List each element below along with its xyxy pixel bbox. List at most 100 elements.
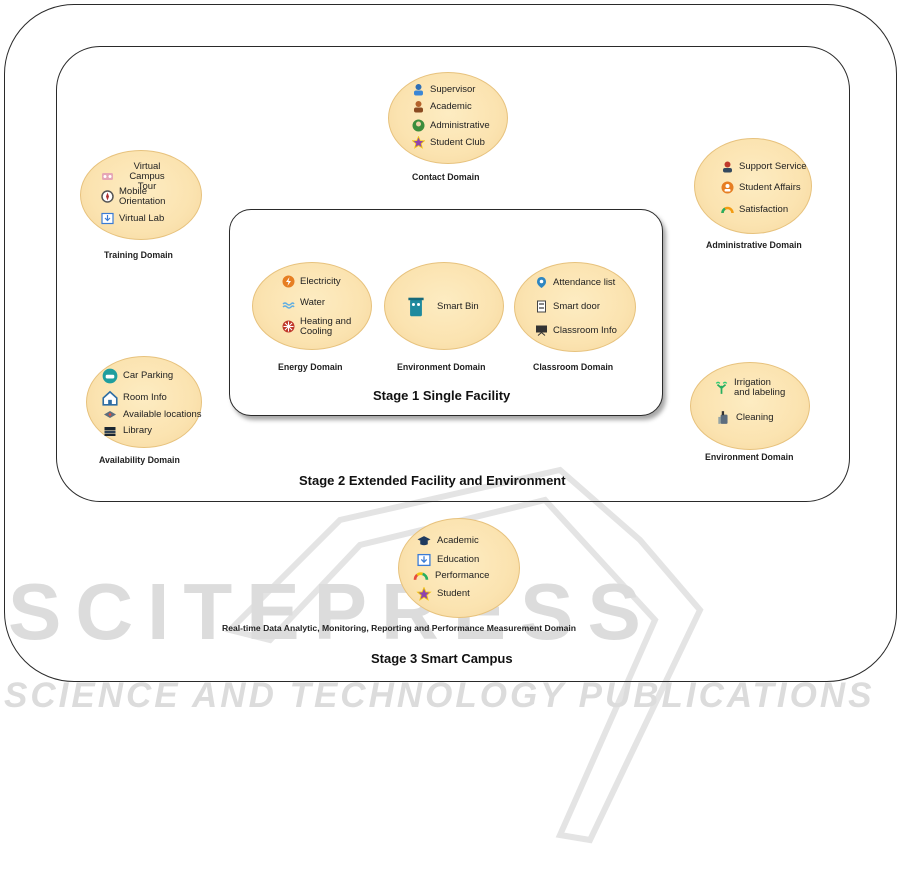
academic-person-icon	[412, 100, 425, 113]
energy-domain-bubble	[252, 262, 372, 350]
item-label: Education	[437, 554, 480, 566]
administrative-domain-bubble	[694, 138, 812, 234]
realtime-item: Performance	[412, 569, 489, 583]
compass-icon	[101, 190, 114, 204]
performance-gauge-icon	[412, 569, 430, 583]
classroom-domain-label: Classroom Domain	[533, 362, 614, 372]
irrigation-icon	[714, 380, 729, 395]
cleaning-icon	[716, 410, 731, 425]
classroom-item: Attendance list	[535, 276, 615, 289]
library-books-icon	[102, 424, 118, 437]
administrative-domain-label: Administrative Domain	[706, 240, 802, 250]
environment-outer-label: Environment Domain	[705, 452, 794, 462]
student-affairs-icon	[721, 181, 734, 194]
item-label: Cleaning	[736, 411, 774, 423]
map-locations-icon	[102, 408, 118, 421]
realtime-item: Academic	[416, 534, 479, 548]
item-label: Supervisor	[430, 83, 476, 95]
availability-item: Available locations	[102, 408, 202, 421]
item-label: Electricity	[300, 275, 341, 287]
environment-outer-item: Irrigation and labeling	[714, 378, 788, 398]
contact-item: Administrative	[412, 119, 490, 132]
environment-inner-label: Environment Domain	[397, 362, 486, 372]
contact-domain-label: Contact Domain	[412, 172, 480, 182]
item-label: Library	[123, 424, 153, 436]
item-label: Virtual Campus Tour	[129, 161, 165, 192]
room-info-icon	[102, 390, 118, 406]
item-label: Satisfaction	[739, 203, 789, 215]
heating-cooling-icon	[282, 320, 295, 333]
item-label: Academic	[430, 100, 472, 112]
item-label: Student	[437, 588, 470, 600]
energy-domain-label: Energy Domain	[278, 362, 343, 372]
star-icon	[412, 136, 425, 149]
realtime-domain-bubble	[398, 518, 520, 618]
contact-domain-bubble	[388, 72, 508, 164]
item-label: Smart Bin	[437, 301, 479, 313]
electricity-icon	[282, 275, 295, 288]
item-label: Room Info	[123, 392, 167, 404]
item-label: Heating and Cooling	[300, 316, 352, 337]
virtual-lab-icon	[101, 212, 114, 225]
star-icon	[416, 587, 432, 601]
stage3-label: Stage 3 Smart Campus	[371, 651, 513, 666]
availability-domain-label: Availability Domain	[99, 455, 180, 465]
administrative-item: Satisfaction	[721, 203, 788, 216]
training-item: Mobile Orientation	[101, 187, 169, 207]
education-icon	[416, 553, 432, 567]
item-label: Support Service	[739, 160, 807, 172]
administrative-item: Support Service	[721, 160, 807, 173]
contact-item: Academic	[412, 100, 472, 113]
environment-outer-bubble	[690, 362, 810, 450]
realtime-domain-label: Real-time Data Analytic, Monitoring, Rep…	[222, 623, 576, 633]
realtime-item: Education	[416, 553, 479, 567]
classroom-item: Classroom Info	[535, 324, 617, 337]
item-label: Academic	[437, 535, 479, 547]
smart-bin-icon	[405, 296, 427, 318]
item-label: Student Affairs	[739, 181, 801, 193]
item-label: Performance	[435, 570, 490, 582]
availability-item: Car Parking	[102, 368, 173, 384]
car-parking-icon	[102, 368, 118, 384]
stage2-label: Stage 2 Extended Facility and Environmen…	[299, 473, 566, 488]
satisfaction-gauge-icon	[721, 203, 734, 216]
stage1-label: Stage 1 Single Facility	[373, 388, 511, 403]
training-item: Virtual Campus Tour	[101, 162, 175, 192]
environment-outer-item: Cleaning	[716, 410, 774, 425]
item-label: Attendance list	[553, 276, 616, 288]
item-label: Irrigation and labeling	[734, 377, 786, 398]
classroom-item: Smart door	[535, 300, 600, 313]
contact-item: Student Club	[412, 136, 485, 149]
classroom-domain-bubble	[514, 262, 636, 352]
realtime-item: Student	[416, 587, 470, 601]
attendance-list-icon	[535, 276, 548, 289]
item-label: Car Parking	[123, 370, 174, 382]
stage2-frame	[56, 46, 850, 502]
supervisor-icon	[412, 83, 425, 96]
energy-item: Electricity	[282, 275, 341, 288]
classroom-board-icon	[535, 324, 548, 337]
contact-item: Supervisor	[412, 83, 475, 96]
item-label: Classroom Info	[553, 324, 617, 336]
availability-item: Library	[102, 424, 152, 437]
support-service-icon	[721, 160, 734, 173]
administrative-item: Student Affairs	[721, 181, 801, 194]
item-label: Mobile Orientation	[119, 186, 166, 207]
energy-item: Heating and Cooling	[282, 317, 356, 337]
training-domain-bubble	[80, 150, 202, 240]
item-label: Smart door	[553, 300, 600, 312]
item-label: Administrative	[430, 119, 490, 131]
administrative-person-icon	[412, 119, 425, 132]
environment-inner-bubble	[384, 262, 504, 350]
item-label: Water	[300, 296, 325, 308]
availability-item: Room Info	[102, 390, 167, 406]
energy-item: Water	[282, 296, 325, 309]
item-label: Available locations	[123, 408, 202, 420]
training-domain-label: Training Domain	[104, 250, 173, 260]
smart-door-icon	[535, 300, 548, 313]
stage3-frame	[4, 4, 897, 682]
graduation-cap-icon	[416, 534, 432, 548]
water-icon	[282, 296, 295, 309]
environment-inner-item: Smart Bin	[405, 296, 479, 318]
